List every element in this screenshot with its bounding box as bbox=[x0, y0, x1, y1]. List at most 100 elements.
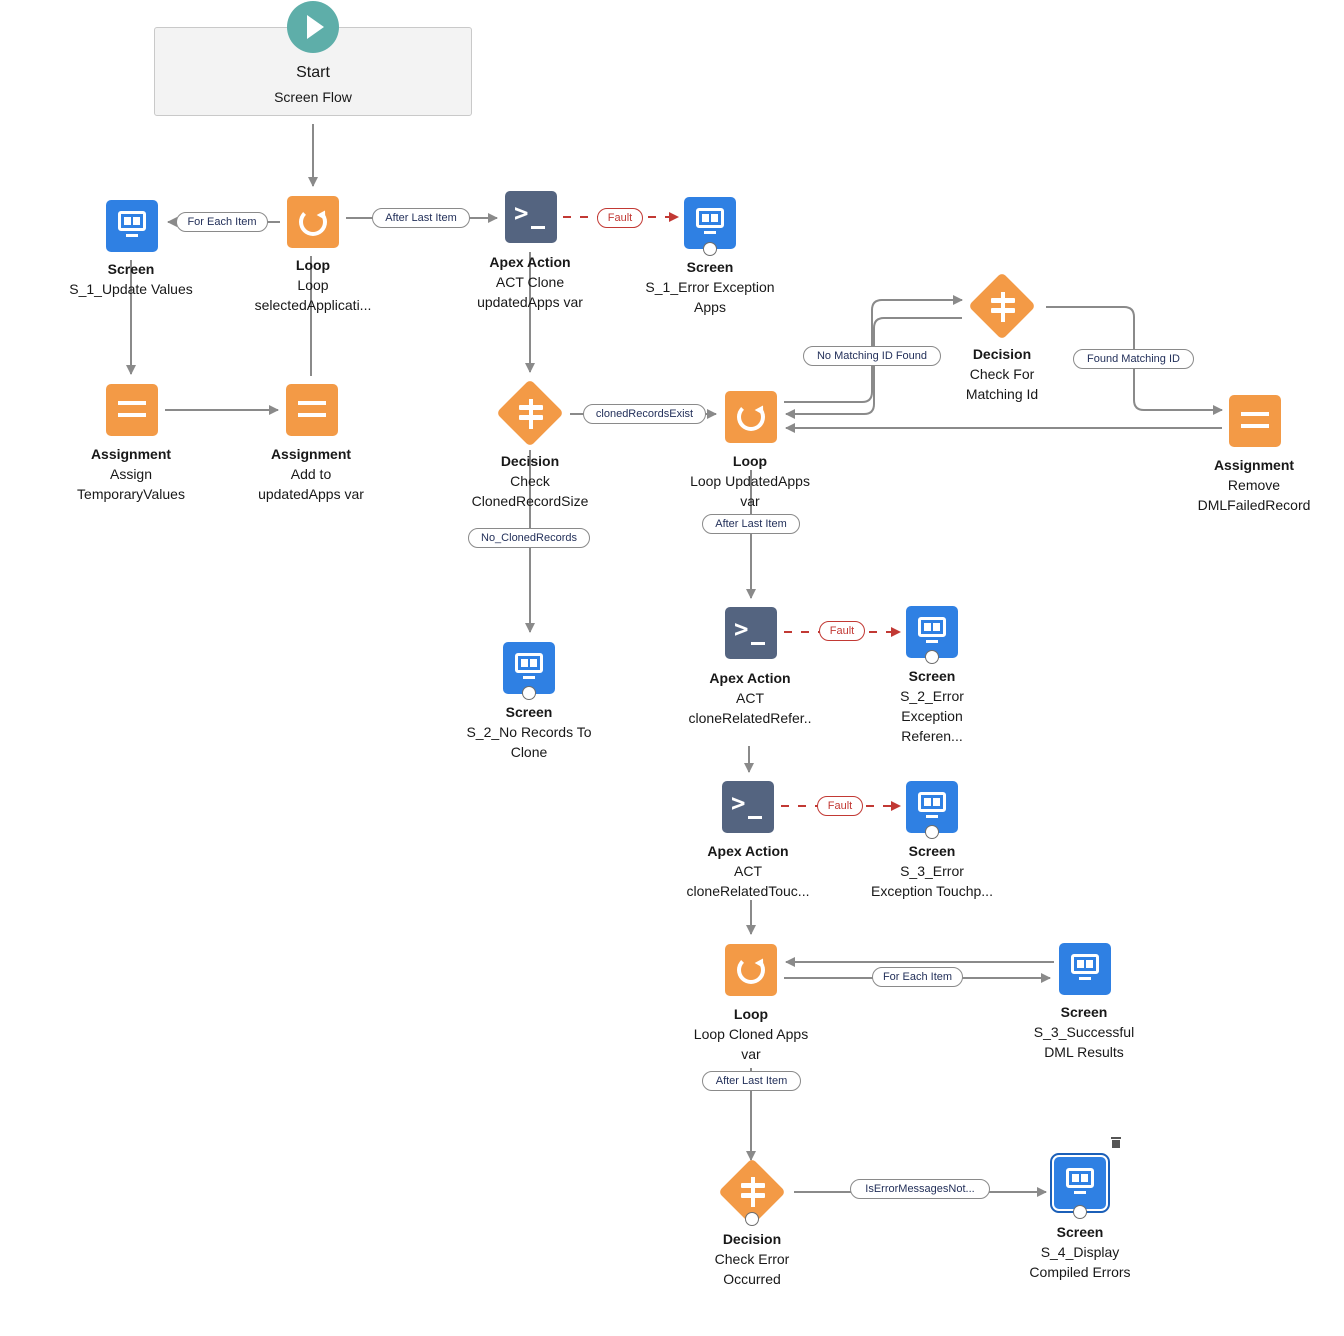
decision-icon bbox=[738, 1177, 768, 1207]
screen-icon[interactable] bbox=[1050, 1153, 1110, 1213]
node-label-s3-success: Screen S_3_Successful DML Results bbox=[994, 1002, 1174, 1062]
loop-icon[interactable] bbox=[725, 944, 777, 996]
node-line: var bbox=[741, 1046, 761, 1062]
node-line: DML Results bbox=[1044, 1044, 1124, 1060]
node-line: Check bbox=[510, 473, 550, 489]
node-label-act-touch: Apex Action ACT cloneRelatedTouc... bbox=[658, 841, 838, 901]
node-type: Decision bbox=[500, 453, 560, 469]
decision-icon bbox=[516, 399, 546, 429]
edge-label-after-last-item[interactable]: After Last Item bbox=[702, 514, 800, 534]
node-label-loop-cloned: Loop Loop Cloned Apps var bbox=[661, 1004, 841, 1064]
node-type: Decision bbox=[972, 346, 1032, 362]
edge-label-fault[interactable]: Fault bbox=[597, 208, 643, 228]
node-line: DMLFailedRecord bbox=[1197, 497, 1311, 513]
node-line: Apps bbox=[694, 299, 726, 315]
node-label-assign-temp: Assignment Assign TemporaryValues bbox=[41, 444, 221, 504]
node-type: Assignment bbox=[270, 446, 352, 462]
node-line: S_1_Error Exception bbox=[645, 279, 775, 295]
node-line: ClonedRecordSize bbox=[471, 493, 589, 509]
node-type: Screen bbox=[686, 259, 734, 275]
fault-connector-dot[interactable] bbox=[745, 1212, 759, 1226]
node-type: Screen bbox=[908, 843, 956, 859]
node-label-loop-updated: Loop Loop UpdatedApps var bbox=[660, 451, 840, 511]
fault-connector-dot[interactable] bbox=[925, 825, 939, 839]
node-type: Decision bbox=[722, 1231, 782, 1247]
node-line: Matching Id bbox=[965, 386, 1039, 402]
node-line: S_2_No Records To bbox=[466, 724, 592, 740]
screen-icon[interactable] bbox=[1059, 943, 1111, 995]
fault-connector-dot[interactable] bbox=[925, 650, 939, 664]
node-line: Check Error bbox=[714, 1251, 790, 1267]
node-label-s4-display: Screen S_4_Display Compiled Errors bbox=[990, 1222, 1170, 1282]
apex-action-icon[interactable]: > bbox=[722, 781, 774, 833]
node-label-s1-error: Screen S_1_Error Exception Apps bbox=[620, 257, 800, 317]
node-line: cloneRelatedTouc... bbox=[686, 883, 810, 899]
edge-label-after-last-item[interactable]: After Last Item bbox=[702, 1071, 801, 1091]
node-label-act-clone: Apex Action ACT Clone updatedApps var bbox=[440, 252, 620, 312]
node-type: Apex Action bbox=[707, 843, 789, 859]
node-line: ACT bbox=[736, 690, 764, 706]
apex-action-icon[interactable]: > bbox=[725, 607, 777, 659]
assignment-icon[interactable] bbox=[286, 384, 338, 436]
assignment-icon[interactable] bbox=[106, 384, 158, 436]
node-line: Check For bbox=[969, 366, 1035, 382]
loop-icon[interactable] bbox=[725, 391, 777, 443]
node-line: Exception bbox=[901, 708, 963, 724]
node-line: TemporaryValues bbox=[77, 486, 185, 502]
node-line: Compiled Errors bbox=[1029, 1264, 1131, 1280]
node-line: Clone bbox=[510, 744, 548, 760]
node-line: selectedApplicati... bbox=[254, 297, 372, 313]
edge-label-cloned-records-exist[interactable]: clonedRecordsExist bbox=[583, 404, 706, 424]
node-line: updatedApps var bbox=[258, 486, 364, 502]
screen-icon[interactable] bbox=[503, 642, 555, 694]
fault-connector-dot[interactable] bbox=[522, 686, 536, 700]
edge-label-no-matching-id[interactable]: No Matching ID Found bbox=[803, 346, 941, 366]
edge-label-is-error-messages[interactable]: IsErrorMessagesNot... bbox=[850, 1179, 990, 1199]
screen-icon[interactable] bbox=[906, 606, 958, 658]
node-label-assign-remove: Assignment Remove DMLFailedRecord bbox=[1164, 455, 1344, 515]
node-line: Add to bbox=[290, 466, 332, 482]
start-subtitle: Screen Flow bbox=[274, 89, 352, 105]
node-line: Loop bbox=[297, 277, 329, 293]
node-name: S_1_Update Values bbox=[69, 281, 193, 297]
node-line: updatedApps var bbox=[477, 294, 583, 310]
node-type: Screen bbox=[1060, 1004, 1108, 1020]
play-icon bbox=[287, 1, 339, 53]
node-type: Apex Action bbox=[709, 670, 791, 686]
fault-connector-dot[interactable] bbox=[703, 242, 717, 256]
screen-icon[interactable] bbox=[684, 197, 736, 249]
node-line: Assign bbox=[109, 466, 153, 482]
node-type: Screen bbox=[908, 668, 956, 684]
node-line: S_4_Display bbox=[1040, 1244, 1120, 1260]
apex-action-icon[interactable]: > bbox=[505, 191, 557, 243]
loop-icon[interactable] bbox=[287, 196, 339, 248]
edge-label-after-last-item[interactable]: After Last Item bbox=[372, 208, 470, 228]
node-type: Apex Action bbox=[489, 254, 571, 270]
node-line: ACT bbox=[734, 863, 762, 879]
edge-label-fault[interactable]: Fault bbox=[817, 796, 863, 816]
node-line: Loop UpdatedApps bbox=[690, 473, 810, 489]
edge-label-for-each-item[interactable]: For Each Item bbox=[872, 967, 963, 987]
node-line: Remove bbox=[1227, 477, 1281, 493]
node-line: S_3_Successful bbox=[1033, 1024, 1135, 1040]
node-line: cloneRelatedRefer.. bbox=[688, 710, 812, 726]
fault-connector-dot[interactable] bbox=[1073, 1205, 1087, 1219]
edge-label-found-matching-id[interactable]: Found Matching ID bbox=[1073, 349, 1194, 369]
node-type: Assignment bbox=[1213, 457, 1295, 473]
node-type: Assignment bbox=[90, 446, 172, 462]
edge-label-for-each-item[interactable]: For Each Item bbox=[176, 212, 268, 232]
trash-icon[interactable] bbox=[1111, 1137, 1121, 1148]
node-label-s2-error: Screen S_2_Error Exception Referen... bbox=[842, 666, 1022, 746]
assignment-icon[interactable] bbox=[1229, 395, 1281, 447]
node-line: Occurred bbox=[723, 1271, 781, 1287]
node-type: Screen bbox=[107, 261, 155, 277]
edge-label-no-cloned-records[interactable]: No_ClonedRecords bbox=[468, 528, 590, 548]
screen-icon[interactable] bbox=[106, 200, 158, 252]
node-label-s3-error: Screen S_3_Error Exception Touchp... bbox=[832, 841, 1032, 901]
node-line: S_2_Error bbox=[900, 688, 964, 704]
node-label-loop1: Loop Loop selectedApplicati... bbox=[223, 255, 403, 315]
node-label-dec-match: Decision Check For Matching Id bbox=[912, 344, 1092, 404]
screen-icon[interactable] bbox=[906, 781, 958, 833]
edge-label-fault[interactable]: Fault bbox=[819, 621, 865, 641]
node-type: Loop bbox=[733, 1006, 769, 1022]
